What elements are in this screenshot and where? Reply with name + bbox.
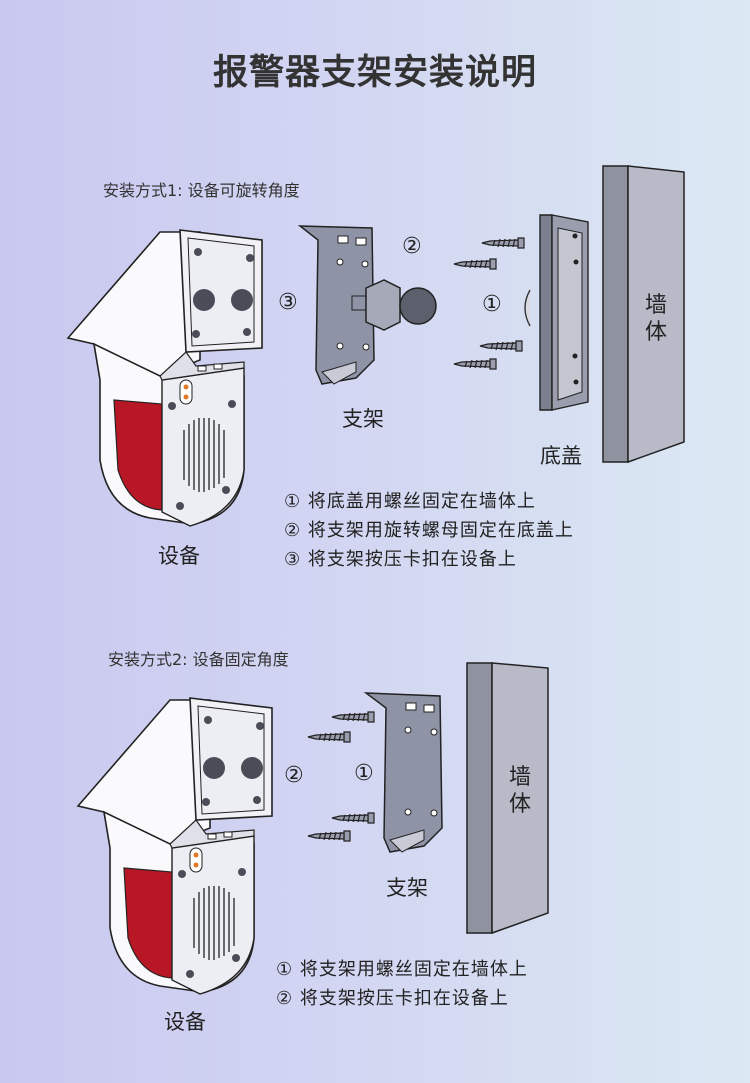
- marker-1b: ①: [354, 761, 374, 786]
- method1-step-3: ③ 将支架按压卡扣在设备上: [284, 549, 517, 570]
- bracket-label-2: 支架: [386, 876, 428, 900]
- wall-label-1: 墙体: [644, 293, 667, 345]
- base-cover: [524, 214, 589, 411]
- page-title: 报警器支架安装说明: [212, 53, 537, 93]
- marker-2b: ②: [284, 763, 304, 788]
- method2-step-2: ② 将支架按压卡扣在设备上: [276, 988, 509, 1009]
- device-label-2: 设备: [164, 1010, 206, 1034]
- wall-1: [602, 165, 685, 464]
- bracket-label-1: 支架: [342, 407, 384, 431]
- device-label-1: 设备: [158, 544, 200, 568]
- device-1: [66, 229, 263, 527]
- device-2: [76, 697, 273, 995]
- marker-3: ③: [278, 290, 298, 315]
- wall-label-2: 墙体: [508, 765, 531, 817]
- method1-step-1: ① 将底盖用螺丝固定在墙体上: [284, 491, 536, 512]
- base-label: 底盖: [540, 444, 582, 468]
- method1-step-2: ② 将支架用旋转螺母固定在底盖上: [284, 520, 574, 541]
- marker-2: ②: [402, 234, 422, 259]
- marker-1: ①: [482, 292, 502, 317]
- method2-step-1: ① 将支架用螺丝固定在墙体上: [276, 959, 528, 980]
- bracket-2: [363, 692, 443, 853]
- wall-2: [466, 662, 549, 935]
- method1-subtitle: 安装方式1: 设备可旋转角度: [103, 181, 300, 200]
- bracket-1: [297, 225, 437, 385]
- method2-subtitle: 安装方式2: 设备固定角度: [108, 650, 289, 669]
